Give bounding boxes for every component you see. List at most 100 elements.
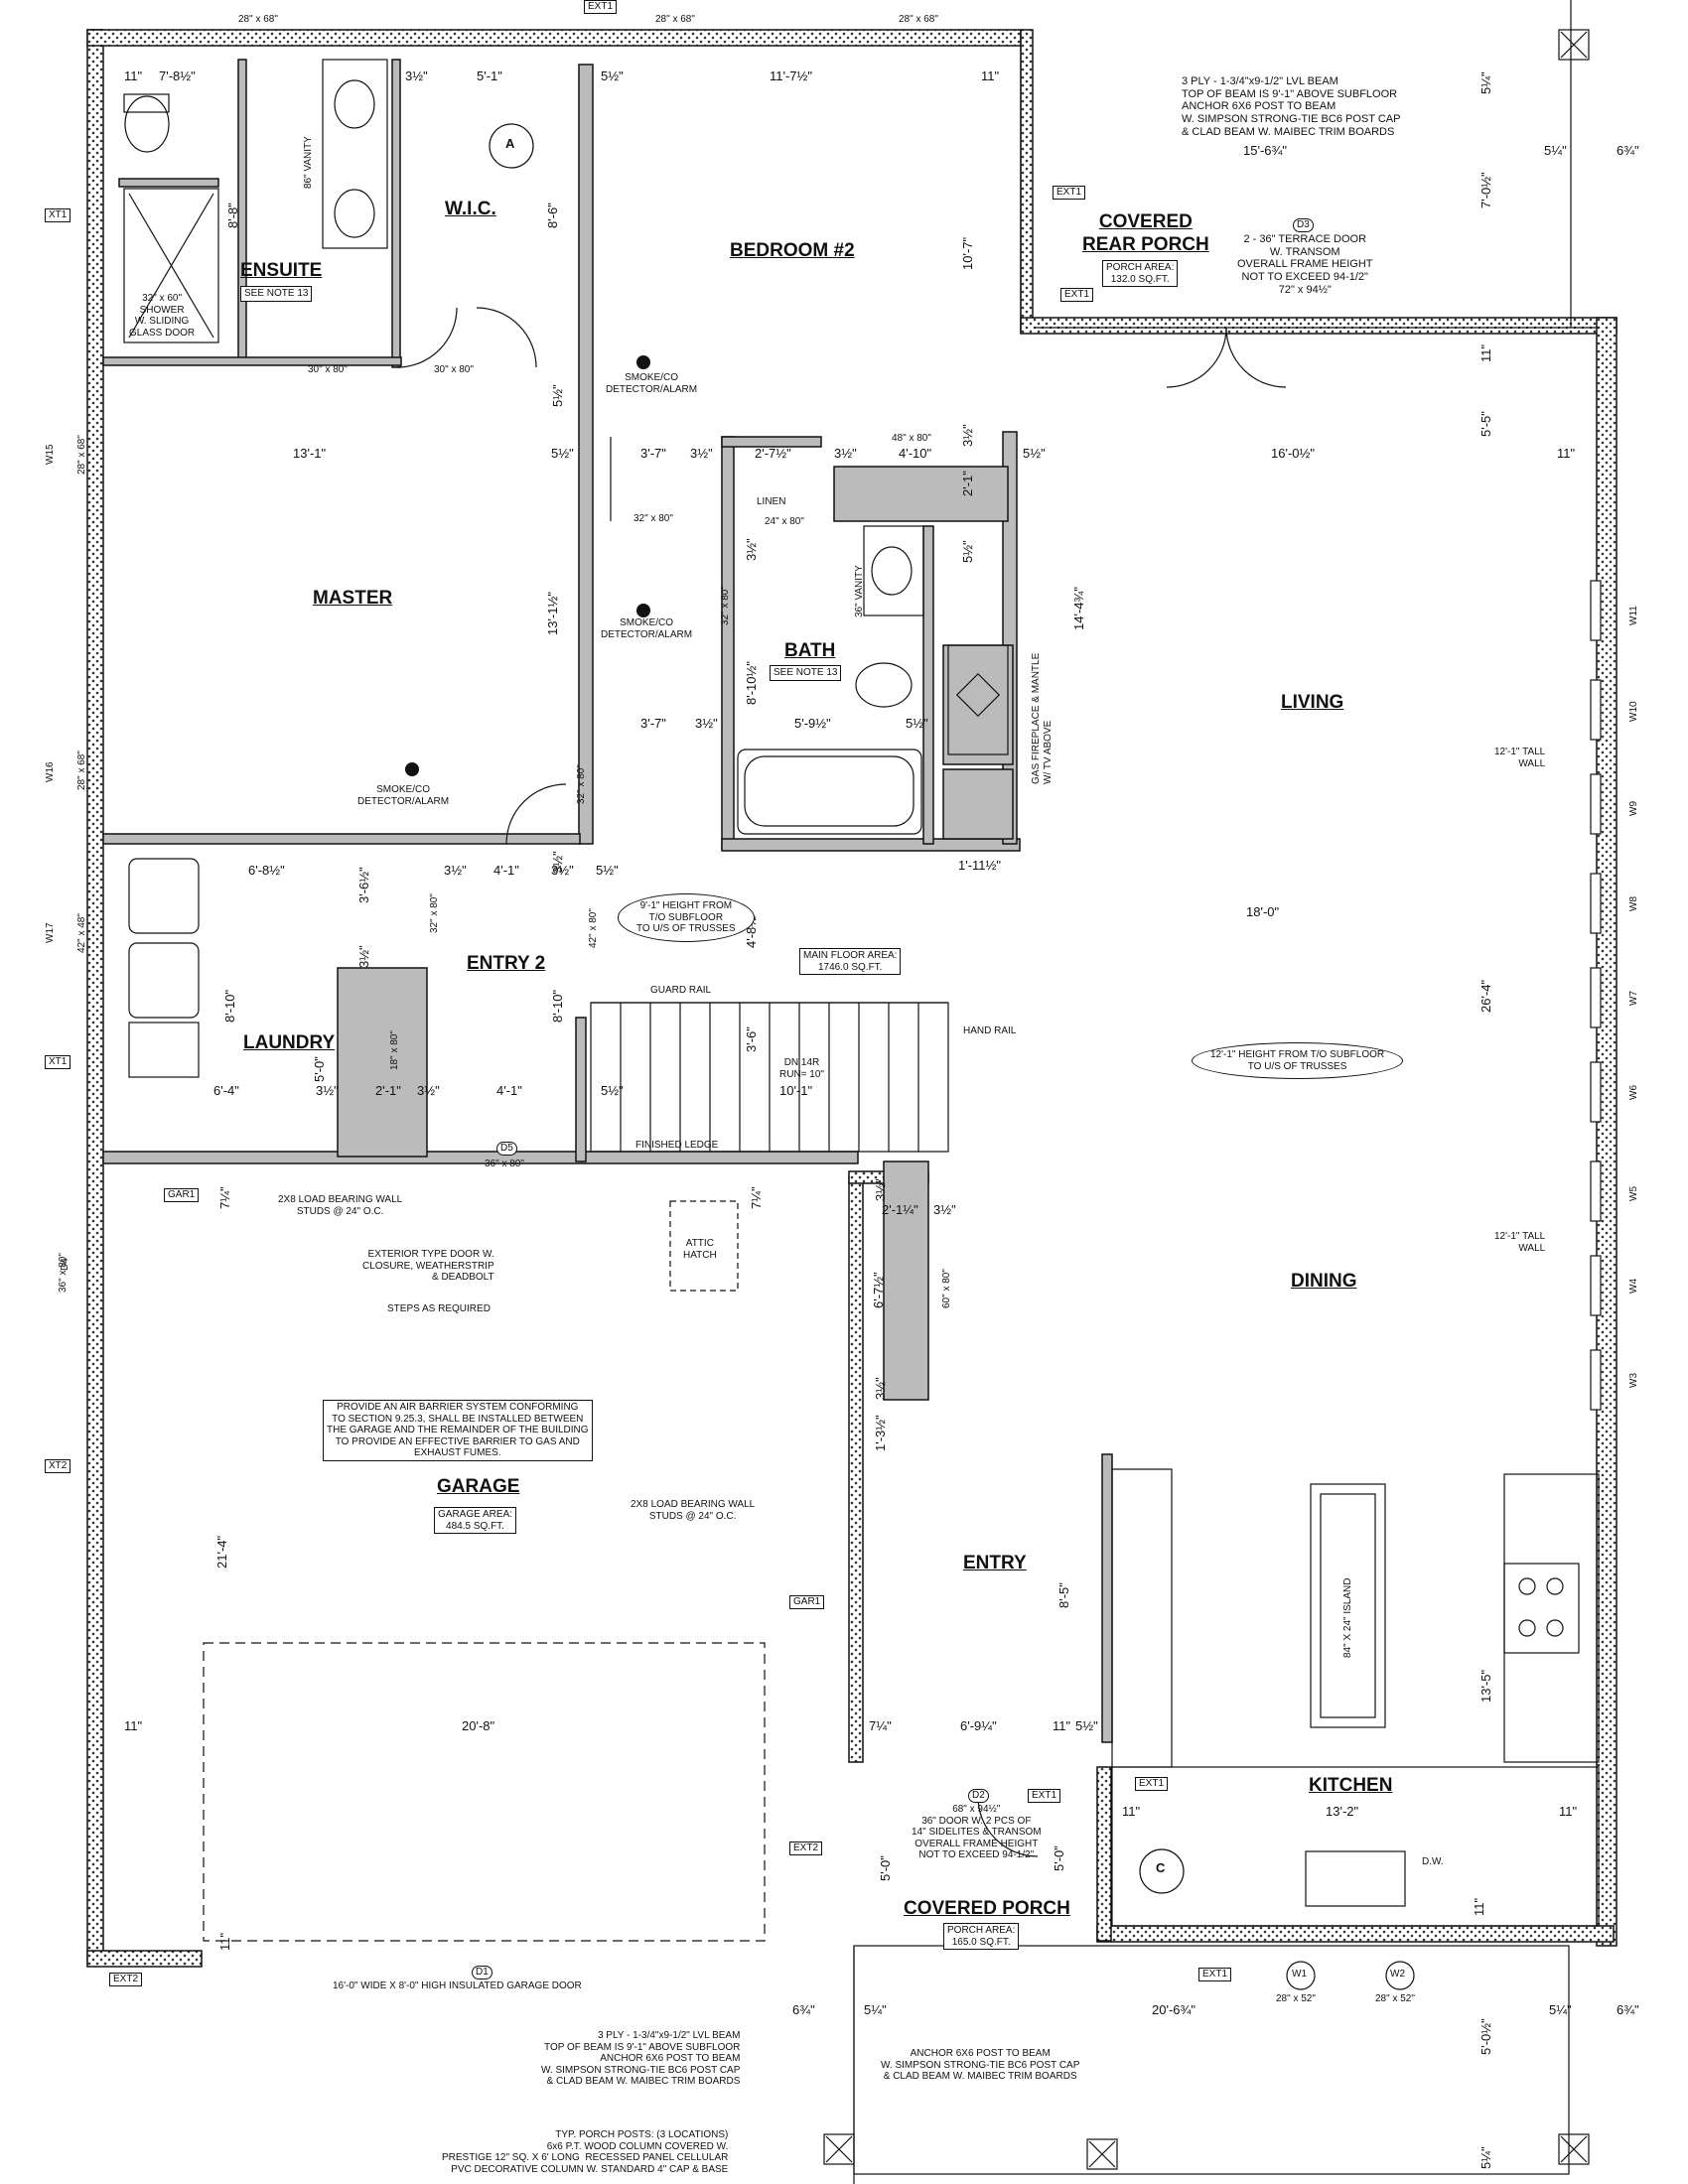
dimension: 3½" (834, 446, 857, 461)
dimension: 20'-8" (462, 1718, 495, 1733)
note-attic-hatch: ATTIC HATCH (683, 1238, 717, 1261)
window-tag-w6: W6 (1628, 1085, 1639, 1100)
dimension: 6¾" (1617, 143, 1639, 158)
window-tag-w16: W16 (45, 761, 56, 782)
dimension: 2'-7½" (755, 446, 791, 461)
note-load-bearing-wall: 2X8 LOAD BEARING WALL STUDS @ 24" O.C. (631, 1499, 756, 1522)
dimension: 6'-4" (213, 1083, 239, 1098)
tag-door-d5: D5 (496, 1142, 517, 1156)
room-linen: LINEN (757, 496, 786, 507)
window-size: 28" x 68" (76, 751, 87, 790)
rear-porch-area: PORCH AREA: 132.0 SQ.FT. (1102, 260, 1179, 287)
dimension: 7'-8½" (159, 68, 196, 83)
dimension: 3½" (744, 538, 759, 561)
tag-ext2: EXT2 (789, 1842, 823, 1855)
dimension: 5'-0" (312, 1056, 327, 1082)
note-tall-wall: 12'-1" TALL WALL (1494, 747, 1546, 769)
window-tag-w3: W3 (1628, 1373, 1639, 1388)
interior-walls (102, 59, 1113, 1743)
dimension: 3'-7" (640, 716, 666, 731)
room-covered-porch: COVERED PORCH (904, 1898, 1070, 1919)
window-tag-w15: W15 (45, 444, 56, 465)
dimension: 3½" (551, 863, 574, 878)
dimension: 3½" (417, 1083, 440, 1098)
dimension: 6¾" (792, 2002, 815, 2017)
tag-ext1: EXT1 (1060, 288, 1094, 302)
dimension: 3'-6" (744, 1026, 759, 1052)
dimension: 10'-7" (960, 236, 975, 270)
dimension: 3½" (873, 1377, 888, 1400)
dimension: 3½" (933, 1202, 956, 1217)
garage-area: GARAGE AREA: 484.5 SQ.FT. (434, 1507, 517, 1534)
dimension: 8'-6" (545, 203, 560, 228)
room-kitchen: KITCHEN (1309, 1775, 1393, 1796)
note-smoke-detector: SMOKE/CO DETECTOR/ALARM (606, 372, 698, 395)
main-floor-area: MAIN FLOOR AREA: 1746.0 SQ.FT. (799, 948, 902, 975)
dimension: 11" (1472, 1897, 1486, 1916)
note-vanity-36: 36" VANITY (854, 565, 865, 617)
dimension: 3½" (356, 945, 371, 968)
tag-ext1: EXT1 (1135, 1777, 1169, 1791)
dimension: 8'-10" (222, 989, 237, 1023)
tag-ext1: EXT1 (1028, 1789, 1061, 1803)
dimension: 5½" (960, 540, 975, 563)
dimension: 3½" (550, 851, 565, 874)
dimension: 8'-5" (1056, 1582, 1071, 1608)
window-size: 28" x 68" (238, 14, 278, 25)
dimension: 8'-10½" (744, 661, 759, 705)
dimension: 11" (1122, 1804, 1141, 1819)
dimension: 7¼" (749, 1186, 764, 1209)
note-front-door: 68" x 94½" 36" DOOR W. 2 PCS OF 14" SIDE… (912, 1804, 1042, 1860)
window-tag-w8: W8 (1628, 896, 1639, 911)
room-covered-rear-porch: COVERED REAR PORCH (1082, 211, 1209, 255)
dimension: 1'-3½" (873, 1415, 888, 1451)
dimension: 20'-6¾" (1152, 2002, 1196, 2017)
door-size: 48" x 80" (892, 433, 931, 444)
note-tall-wall: 12'-1" TALL WALL (1494, 1231, 1546, 1254)
dimension: 3½" (873, 1178, 888, 1201)
dimension: 11" (981, 68, 1000, 83)
dimension: 14'-4¾" (1071, 587, 1086, 630)
tag-ext1: EXT1 (584, 0, 618, 14)
dimension: 11" (124, 1718, 143, 1733)
note-shower: 32" x 60" SHOWER W. SLIDING GLASS DOOR (129, 293, 196, 339)
dimension: 5½" (601, 68, 624, 83)
note-stair: DN 14R RUN= 10" (779, 1057, 824, 1080)
note-hand-rail: HAND RAIL (963, 1025, 1017, 1036)
bottom-window-markers (489, 123, 1415, 1990)
tag-ext2: XT2 (45, 1459, 71, 1473)
dimension: 15'-6¾" (1243, 143, 1287, 158)
dimension: 10'-1" (779, 1083, 813, 1098)
tag-gar1: GAR1 (164, 1188, 200, 1202)
dimension: 5½" (601, 1083, 624, 1098)
dimension: 2'-1" (960, 471, 975, 496)
window-tag-w5: W5 (1628, 1186, 1639, 1201)
door-size: 18" x 80" (389, 1030, 400, 1070)
door-size: 30" x 80" (434, 364, 474, 375)
dimension: 4'-1" (493, 863, 519, 878)
note-load-bearing-wall: 2X8 LOAD BEARING WALL STUDS @ 24" O.C. (278, 1194, 403, 1217)
door-size: 32" x 80" (720, 586, 731, 625)
dimension: 5'-9½" (794, 716, 831, 731)
window-tag-w1: W1 (1292, 1969, 1307, 1979)
window-size: 28" x 52" (1276, 1993, 1316, 2004)
dimension: 5'-1" (477, 68, 502, 83)
note-front-beam: 3 PLY - 1-3/4"x9-1/2" LVL BEAM TOP OF BE… (541, 2030, 741, 2087)
dimension: 16'-0½" (1271, 446, 1315, 461)
dimension: 6'-7½" (871, 1272, 886, 1308)
dimension: 5¼" (1478, 71, 1493, 94)
window-tag-w7: W7 (1628, 991, 1639, 1006)
dimension: 5½" (906, 716, 928, 731)
dimension: 1'-11½" (958, 858, 1001, 873)
smoke-detector-icons (405, 355, 650, 776)
tag-ext1: XT1 (45, 208, 71, 222)
dimension: 2'-1¼" (882, 1202, 918, 1217)
dimension: 3½" (405, 68, 428, 83)
tag-ext1: XT1 (45, 1055, 71, 1069)
dimension: 13'-1" (293, 446, 327, 461)
dimension: 5¼" (864, 2002, 887, 2017)
window-size: 28" x 52" (1375, 1993, 1415, 2004)
right-wall-windows (1590, 580, 1602, 1411)
window-tag-w11: W11 (1628, 606, 1639, 625)
room-entry: ENTRY (963, 1553, 1027, 1573)
